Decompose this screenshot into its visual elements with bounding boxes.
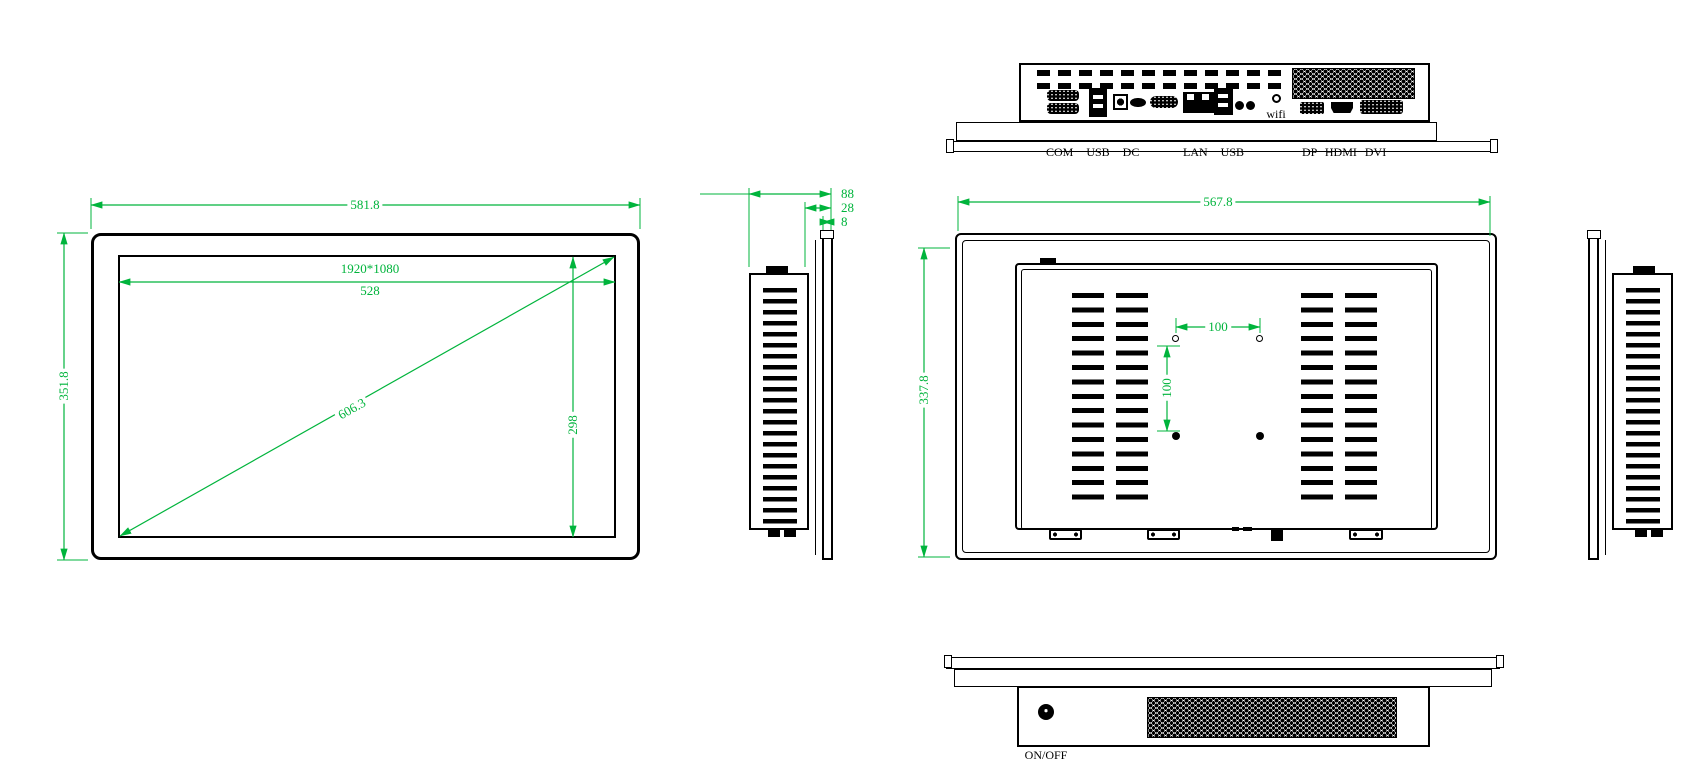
bezel-end-cap — [1496, 655, 1504, 668]
wifi-antenna-hole — [1272, 94, 1281, 103]
side-top-tab — [1633, 266, 1655, 274]
rear-bottom-connector — [1049, 529, 1082, 540]
side-panel-top-cap — [1587, 230, 1601, 239]
wifi-label: wifi — [1266, 107, 1286, 121]
port-group-label-com-usb-dc: COM USB DC — [1046, 145, 1140, 159]
vesa-hole — [1172, 335, 1179, 342]
rear-bottom-connector — [1349, 529, 1383, 540]
dim-overall-height: 351.8 — [56, 368, 71, 404]
dvi-port-icon — [1360, 100, 1403, 114]
com-port-icon — [1047, 90, 1079, 101]
vesa-hole — [1172, 432, 1180, 440]
dim-vesa-width: 100 — [1205, 320, 1231, 334]
rear-vent-column — [1301, 293, 1333, 500]
audio-jack-icon — [1235, 101, 1244, 110]
side-panel-top-cap — [820, 230, 834, 239]
side-bottom-connector — [1651, 529, 1663, 537]
vesa-hole — [1256, 432, 1264, 440]
dim-overall-width: 581.8 — [347, 198, 383, 212]
top-vent-dash-row — [1037, 83, 1285, 89]
side-vent-slots — [763, 288, 797, 524]
rear-vent-column — [1072, 293, 1104, 500]
connector-icon — [1130, 98, 1146, 107]
dim-rear-depth: 28 — [838, 201, 857, 215]
dim-resolution: 1920*1080 — [337, 262, 403, 276]
bezel-end-cap — [1490, 139, 1498, 153]
rear-top-tab — [1040, 258, 1056, 264]
top-mesh-vent — [1292, 68, 1415, 99]
vga-port-icon — [1150, 96, 1178, 108]
lan-port-icon — [1183, 92, 1214, 113]
bottom-mesh-vent — [1147, 697, 1397, 738]
rear-vent-column — [1345, 293, 1377, 500]
rear-bottom-mark — [1232, 527, 1239, 531]
vesa-hole — [1256, 335, 1263, 342]
dim-rear-width: 567.8 — [1200, 195, 1236, 209]
port-group-label-lan-usb: LAN USB — [1183, 145, 1245, 159]
rear-view-body-inner-line — [1021, 269, 1432, 530]
usb-port-icon — [1089, 88, 1107, 117]
side-top-tab — [766, 266, 788, 274]
dim-vesa-height: 100 — [1159, 375, 1174, 401]
port-group-label-dp-hdmi-dvi: DP HDMI DVI — [1302, 145, 1387, 159]
side-rear-cover-line — [815, 240, 816, 555]
power-button — [1038, 704, 1054, 720]
dim-diagonal-line — [119, 256, 615, 537]
dc-jack-icon — [1113, 94, 1128, 110]
dim-display-height: 298 — [565, 412, 580, 438]
side-bottom-connector — [1635, 529, 1647, 537]
rear-bottom-mark — [1243, 527, 1252, 531]
bezel-end-cap — [946, 139, 954, 153]
audio-jack-icon — [1246, 101, 1255, 110]
dp-port-icon — [1300, 102, 1324, 114]
side-bottom-connector — [768, 529, 780, 537]
dim-rear-height: 337.8 — [916, 372, 931, 408]
dim-total-depth: 88 — [838, 187, 857, 201]
bezel-end-cap — [944, 655, 952, 668]
top-vent-dash-row — [1037, 70, 1285, 76]
rear-vent-column — [1116, 293, 1148, 500]
top-rear-cover-edge — [956, 122, 1437, 141]
rear-view-bezel-inner-line — [962, 240, 1490, 553]
side-vent-slots — [1626, 288, 1660, 524]
com-port-icon — [1047, 103, 1079, 114]
dim-front-panel-depth: 8 — [838, 215, 851, 229]
side-rear-cover-line — [1605, 240, 1606, 555]
power-label: ON/OFF — [1024, 748, 1068, 762]
rear-bottom-connector — [1147, 529, 1180, 540]
dim-display-width: 528 — [357, 284, 383, 298]
usb-port-icon — [1214, 88, 1233, 115]
rear-bottom-block — [1271, 529, 1283, 541]
hdmi-port-icon — [1331, 102, 1353, 113]
side-bottom-connector — [784, 529, 796, 537]
